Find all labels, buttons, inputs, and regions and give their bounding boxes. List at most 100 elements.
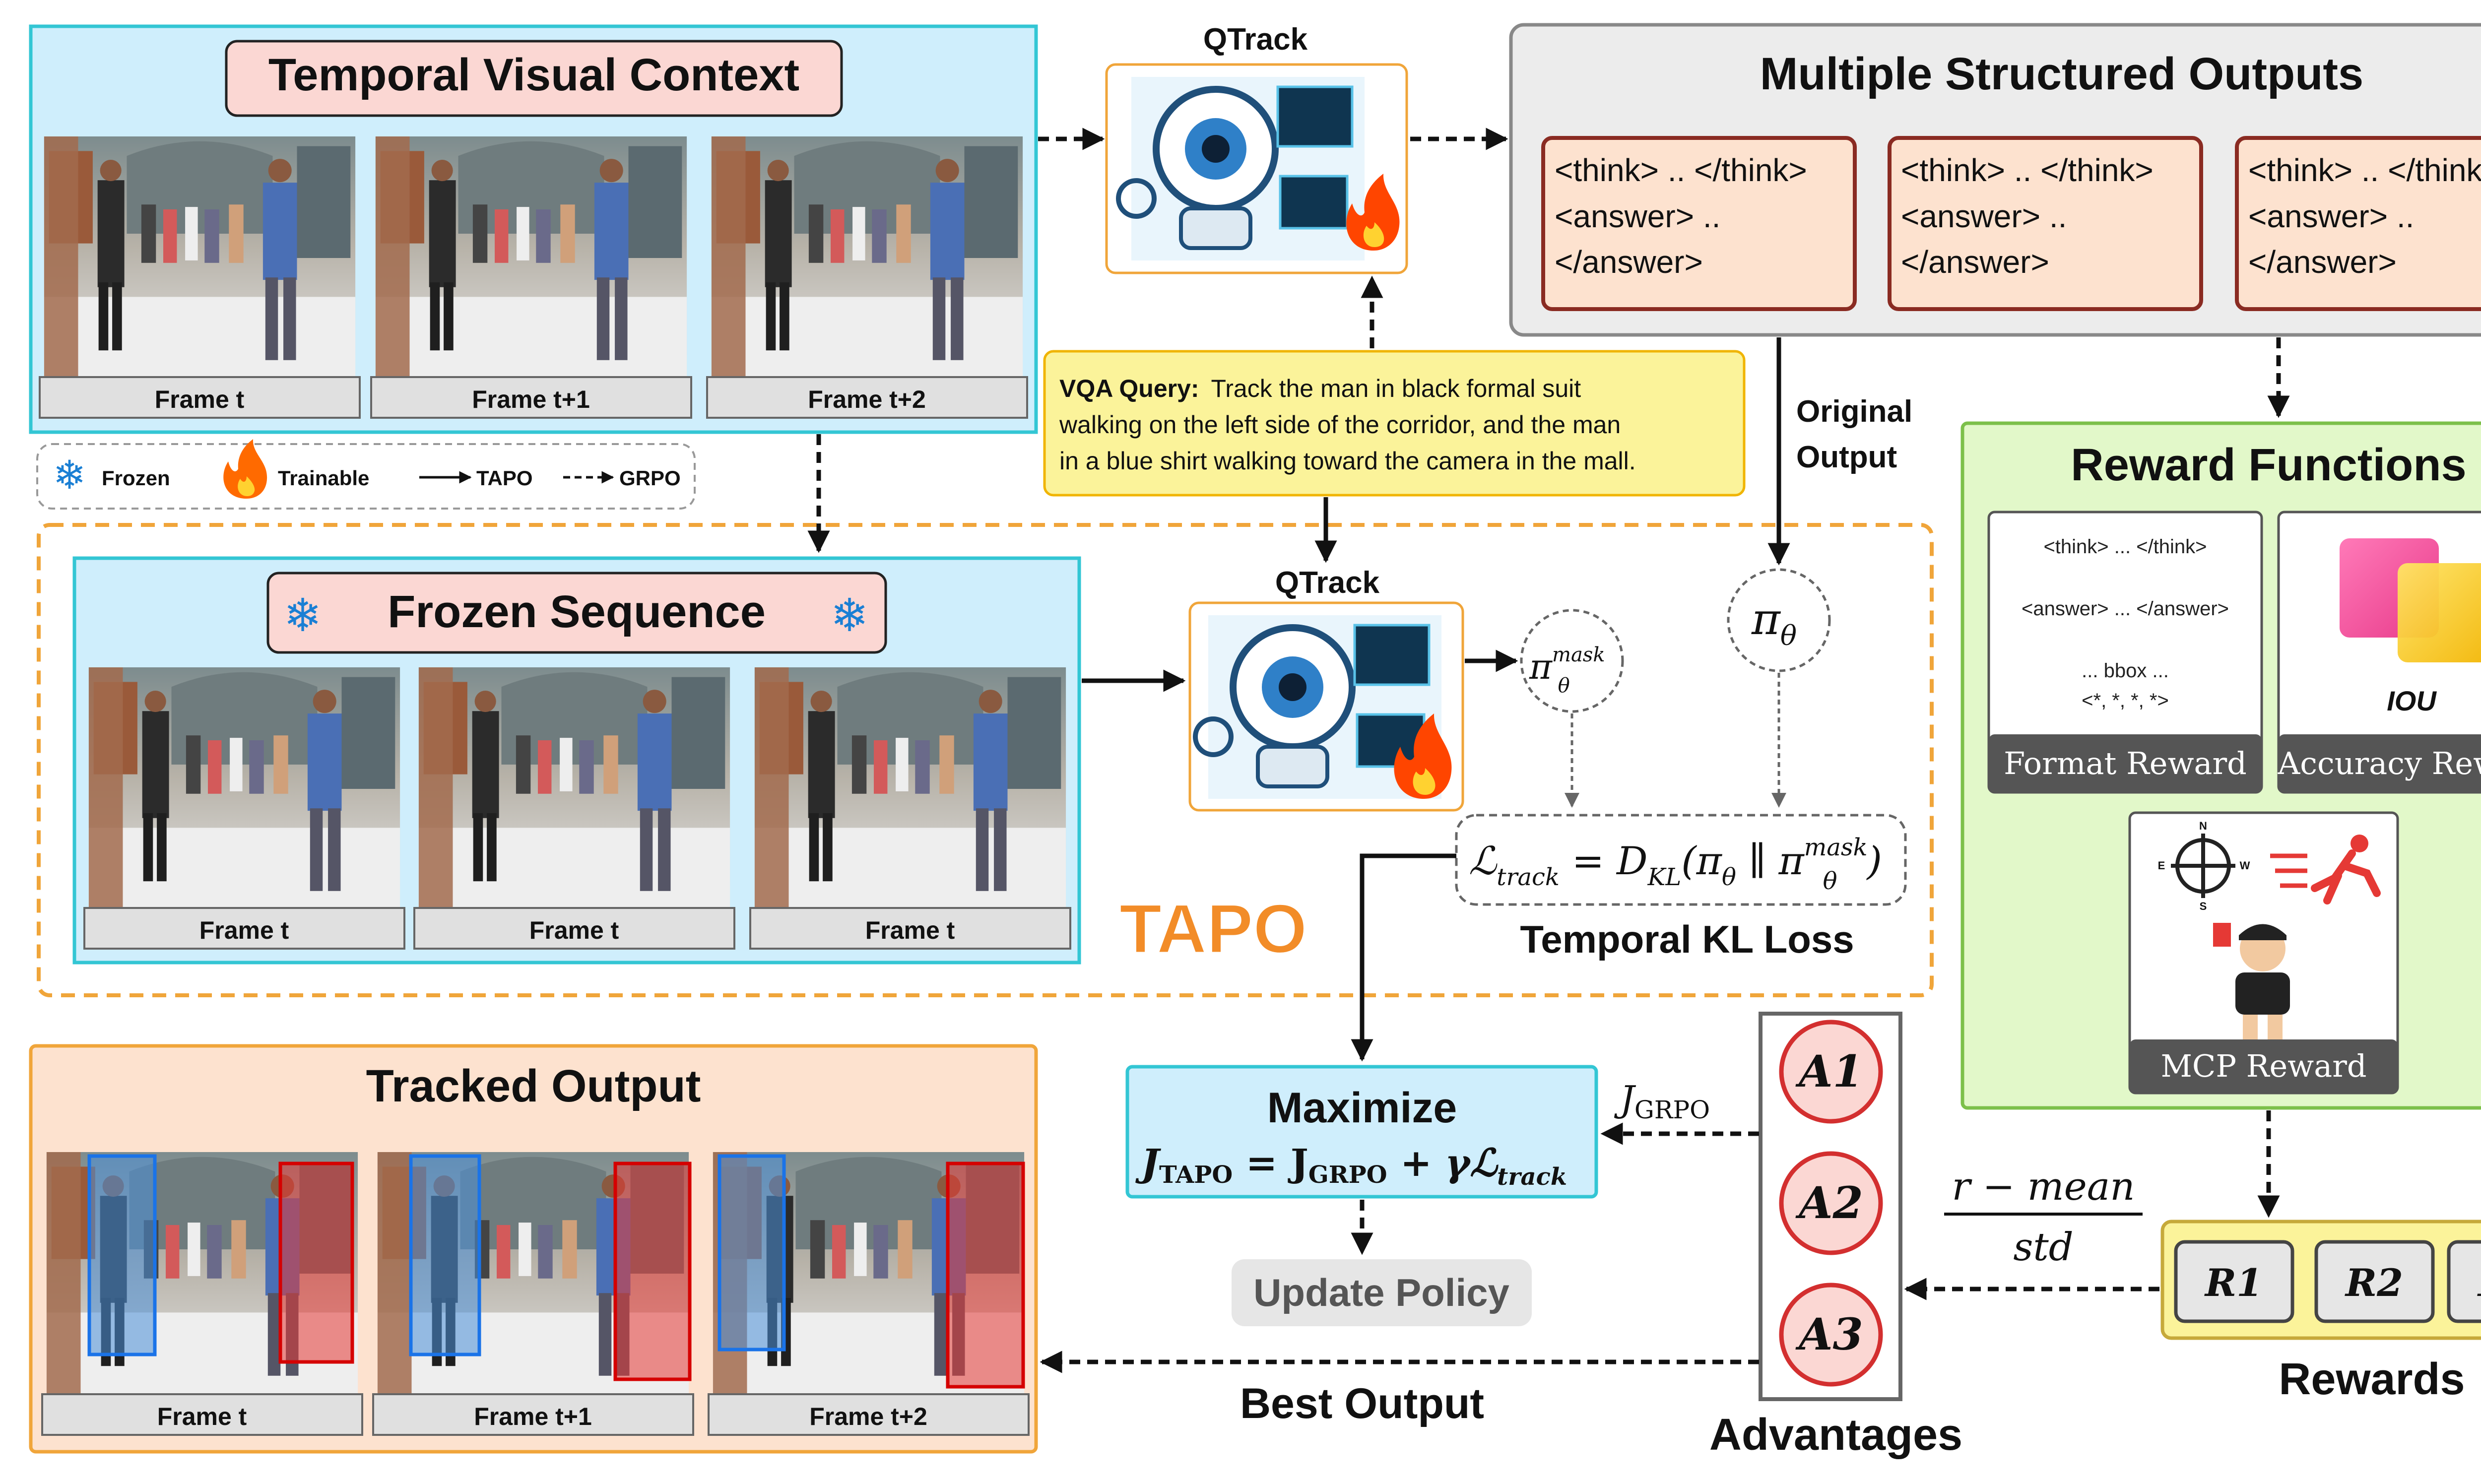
rewards-label: Rewards	[2279, 1355, 2465, 1404]
legend-grpo-label: GRPO	[619, 466, 681, 490]
format-line-2: <answer> ... </answer>	[2022, 598, 2229, 620]
frozen-frame-2: Frame t	[413, 667, 735, 950]
qtrack-mid-label: QTrack	[1275, 566, 1380, 600]
flame-icon	[223, 439, 267, 499]
pi-theta-label: πθ	[1751, 593, 1797, 651]
context-frame-3: Frame t+2	[706, 136, 1028, 419]
vqa-query: VQA Query: Track the man in black formal …	[1043, 350, 1746, 497]
frozen-frame-1: Frame t	[83, 667, 405, 950]
temporal-context-title: Temporal Visual Context	[268, 50, 799, 100]
arrow-kl-to-maximize	[1351, 853, 1456, 1062]
normalization-formula: r − mean std	[1944, 1164, 2143, 1270]
temporal-context-title-box	[225, 40, 843, 117]
svg-text:R2: R2	[2345, 1261, 2403, 1305]
tracked-box-red	[946, 1161, 1025, 1389]
legend-trainable-label: Trainable	[278, 466, 369, 490]
format-line-3: ... bbox ...	[2082, 660, 2169, 682]
snowflake-icon: ❄	[283, 590, 322, 641]
frozen-frame-1-label: Frame t	[199, 916, 289, 944]
context-frame-1: Frame t	[39, 136, 361, 419]
reward-r1: R1	[2174, 1240, 2294, 1323]
tracked-box-blue	[718, 1154, 786, 1352]
vqa-line-2: walking on the left side of the corridor…	[1059, 411, 1621, 439]
svg-text:A2: A2	[1795, 1177, 1863, 1228]
svg-text:W: W	[2240, 859, 2250, 872]
qtrack-top: QTrack	[1105, 22, 1408, 274]
svg-text:A1: A1	[1795, 1045, 1863, 1097]
j-grpo-label: JGRPO	[1614, 1078, 1710, 1124]
update-policy-label: Update Policy	[1253, 1271, 1509, 1314]
format-reward-card: <think> ... </think> <answer> ... </answ…	[1987, 511, 2263, 794]
structured-output-1: <think> .. </think> <answer> .. </answer…	[1541, 136, 1857, 311]
advantage-a3: A3	[1779, 1283, 1883, 1387]
rewards-box: R1 R2 R3	[2160, 1220, 2481, 1340]
structured-output-1-line-3: </answer>	[1555, 244, 1703, 280]
vqa-line-3: in a blue shirt walking toward the camer…	[1059, 447, 1636, 475]
tracked-frame-1-label: Frame t	[157, 1403, 247, 1430]
legend-frozen-label: Frozen	[102, 466, 170, 490]
structured-output-3-line-1: <think> .. </think>	[2248, 152, 2481, 188]
structured-output-3: <think> .. </think> <answer> .. </answer…	[2235, 136, 2481, 311]
mcp-reward-label: MCP Reward	[2160, 1048, 2366, 1084]
vqa-line-1-text: Track the man in black formal suit	[1211, 375, 1581, 402]
tapo-region	[37, 523, 1934, 997]
tracked-output-panel: Tracked Output Frame t Frame t+1 Frame t…	[29, 1044, 1038, 1454]
best-output-label: Best Output	[1240, 1380, 1484, 1427]
context-frame-2-label: Frame t+1	[472, 386, 590, 413]
context-frame-1-label: Frame t	[155, 386, 245, 413]
frozen-sequence-title: Frozen Sequence	[388, 586, 766, 637]
original-output-line-2: Output	[1796, 440, 1897, 474]
structured-output-3-line-2: <answer> ..	[2248, 198, 2414, 234]
structured-output-1-line-1: <think> .. </think>	[1555, 152, 1807, 188]
qtrack-top-label: QTrack	[1203, 22, 1308, 57]
format-reward-label: Format Reward	[2004, 745, 2247, 781]
structured-output-2-line-2: <answer> ..	[1901, 198, 2067, 234]
advantages-label: Advantages	[1709, 1410, 1962, 1460]
structured-output-3-line-3: </answer>	[2248, 244, 2397, 280]
context-frame-3-label: Frame t+2	[808, 386, 926, 413]
pi-theta-node: πθ	[1727, 568, 1831, 672]
accuracy-reward-label: Accuracy Reward	[2278, 745, 2481, 781]
context-frame-2: Frame t+1	[370, 136, 692, 419]
structured-output-2-line-1: <think> .. </think>	[1901, 152, 2154, 188]
frozen-frame-3: Frame t	[749, 667, 1071, 950]
svg-text:N: N	[2199, 820, 2207, 832]
tracked-frame-3-label: Frame t+2	[809, 1403, 927, 1430]
flame-icon	[1394, 713, 1452, 799]
snowflake-icon: ❄	[830, 590, 868, 641]
advantage-a1: A1	[1779, 1020, 1883, 1124]
structured-output-2: <think> .. </think> <answer> .. </answer…	[1888, 136, 2203, 311]
tracked-box-blue	[409, 1154, 481, 1356]
compass-icon: N E W S	[2158, 820, 2250, 912]
kl-caption: Temporal KL Loss	[1520, 917, 1854, 961]
structured-outputs-title: Multiple Structured Outputs	[1760, 49, 2363, 99]
tracked-box-blue	[87, 1154, 157, 1356]
normalize-denominator: std	[2013, 1225, 2073, 1270]
svg-text:A3: A3	[1795, 1308, 1863, 1360]
flame-icon	[1346, 174, 1400, 251]
format-line-1: <think> ... </think>	[2043, 536, 2207, 558]
iou-box-yellow-icon	[2398, 563, 2481, 662]
qtrack-mid: QTrack	[1188, 566, 1464, 812]
snowflake-icon: ❄	[53, 453, 86, 497]
frozen-sequence-panel: ❄ Frozen Sequence ❄ Frame t Frame t Fram…	[72, 556, 1081, 965]
update-policy-box	[1232, 1259, 1532, 1326]
reward-r2: R2	[2314, 1240, 2435, 1323]
tracked-output-title: Tracked Output	[366, 1061, 701, 1111]
vqa-prefix: VQA Query:	[1059, 375, 1199, 402]
svg-text:R1: R1	[2204, 1261, 2263, 1305]
reward-functions-panel: Reward Functions <think> ... </think> <a…	[1960, 421, 2481, 1110]
advantages-column: A1 A2 A3	[1759, 1012, 1902, 1401]
normalize-numerator: r − mean	[1952, 1164, 2135, 1209]
reward-functions-title: Reward Functions	[2071, 440, 2466, 490]
advantage-a2: A2	[1779, 1151, 1883, 1255]
maximize-box: Maximize JTAPO = JGRPO + γℒtrack	[1125, 1065, 1598, 1199]
tracked-box-red	[278, 1161, 354, 1364]
frozen-frame-3-label: Frame t	[865, 916, 955, 944]
frozen-frame-2-label: Frame t	[529, 916, 619, 944]
